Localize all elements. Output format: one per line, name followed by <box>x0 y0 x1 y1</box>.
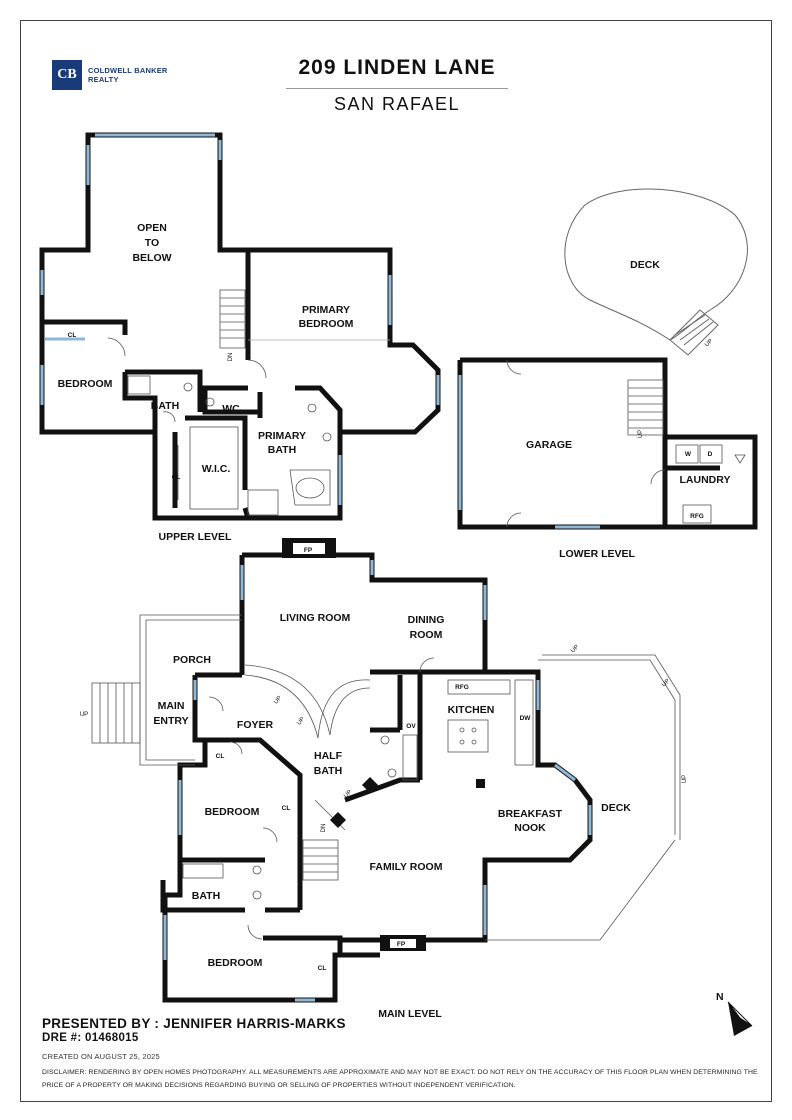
title-divider <box>286 88 508 89</box>
label-lower-level: LOWER LEVEL <box>559 548 635 560</box>
label-wc: WC <box>222 403 240 415</box>
label-up-deck-1: UP <box>570 644 580 654</box>
label-cl-upper-bedroom: CL <box>68 332 77 339</box>
label-laundry: LAUNDRY <box>680 474 731 486</box>
brokerage-name: COLDWELL BANKER REALTY <box>88 66 168 84</box>
label-ov: OV <box>406 723 416 730</box>
label-open-to-below-2: TO <box>145 237 159 249</box>
label-dn-upper: DN <box>228 353 234 362</box>
label-kitchen: KITCHEN <box>448 704 495 716</box>
main-level-details <box>91 614 681 941</box>
brokerage-brand: CB COLDWELL BANKER REALTY <box>52 60 168 90</box>
upper-level-details <box>107 289 390 516</box>
label-breakfast-nook-2: NOOK <box>514 822 546 834</box>
brokerage-logo: CB <box>52 60 82 90</box>
label-main-entry-1: MAIN <box>158 700 185 712</box>
label-dn-stair-main: DN <box>321 824 327 833</box>
brokerage-name-line1: COLDWELL BANKER <box>88 66 168 75</box>
label-cl-wic: CL <box>172 474 181 481</box>
label-wic: W.I.C. <box>202 463 231 475</box>
label-up-foyer-2: UP <box>296 716 306 726</box>
label-porch: PORCH <box>173 654 211 666</box>
fireplaces <box>282 538 426 951</box>
label-living-room: LIVING ROOM <box>280 612 351 624</box>
label-garage: GARAGE <box>526 439 572 451</box>
lower-level-details <box>506 359 746 528</box>
upper-level-walls <box>39 132 441 521</box>
label-upper-bath: BATH <box>151 400 179 412</box>
room-labels: OPEN TO BELOW PRIMARY BEDROOM BEDROOM BA… <box>58 222 731 969</box>
label-up-stair-main: UP <box>343 789 353 799</box>
dre-number: DRE #: 01468015 <box>42 1032 139 1044</box>
label-foyer: FOYER <box>237 719 274 731</box>
lower-level-walls <box>457 357 758 530</box>
label-breakfast-nook-1: BREAKFAST <box>498 808 563 820</box>
compass-label: N <box>716 991 724 1003</box>
label-cl-bedroom-2: CL <box>318 965 327 972</box>
stair-labels: DN UP UP UP UP UP UP DN UP UP UP <box>80 338 715 832</box>
label-rfg-laundry: RFG <box>690 513 704 520</box>
label-cl-bedroom-1: CL <box>282 805 291 812</box>
label-dining-room-2: ROOM <box>410 629 443 641</box>
label-up-deck-lower: UP <box>704 338 714 348</box>
label-bath-main: BATH <box>192 890 220 902</box>
label-upper-level: UPPER LEVEL <box>159 531 233 543</box>
label-up-porch: UP <box>80 712 88 718</box>
label-upper-bedroom: BEDROOM <box>58 378 113 390</box>
label-half-bath-2: BATH <box>314 765 342 777</box>
property-city: SAN RAFAEL <box>333 94 461 114</box>
label-open-to-below-3: BELOW <box>132 252 171 264</box>
main-level-walls <box>160 552 593 1003</box>
label-deck-lower: DECK <box>630 259 660 271</box>
label-bedroom-2: BEDROOM <box>208 957 263 969</box>
label-dryer: D <box>708 451 713 458</box>
label-primary-bedroom-1: PRIMARY <box>302 304 350 316</box>
label-half-bath-1: HALF <box>314 750 343 762</box>
label-dining-room-1: DINING <box>408 614 445 626</box>
structural-posts <box>330 777 485 828</box>
label-main-level: MAIN LEVEL <box>378 1008 442 1020</box>
level-labels: UPPER LEVEL LOWER LEVEL MAIN LEVEL <box>159 531 636 1020</box>
brokerage-name-line2: REALTY <box>88 75 119 84</box>
label-fp-family: FP <box>397 941 406 948</box>
label-bedroom-1: BEDROOM <box>205 806 260 818</box>
page-border <box>20 20 772 1102</box>
label-rfg-kitchen: RFG <box>455 684 469 691</box>
label-washer: W <box>685 451 692 458</box>
presented-by: PRESENTED BY : JENNIFER HARRIS-MARKS <box>42 1016 346 1031</box>
created-date: CREATED ON AUGUST 25, 2025 <box>42 1052 160 1061</box>
property-address: 209 LINDEN LANE <box>298 56 496 79</box>
label-up-foyer-1: UP <box>273 695 283 705</box>
label-deck-main: DECK <box>601 802 631 814</box>
label-fp-living: FP <box>304 547 313 554</box>
upper-level-windows <box>40 133 440 505</box>
lower-deck <box>564 188 748 356</box>
label-main-entry-2: ENTRY <box>153 715 188 727</box>
main-level-windows <box>163 553 592 1002</box>
label-up-deck-2: UP <box>661 678 671 688</box>
fixture-labels: CL CL FP FP RFG W D RFG DW OV CL CL CL <box>68 332 713 972</box>
label-up-deck-3: UP <box>682 775 688 783</box>
disclaimer: DISCLAIMER: RENDERING BY OPEN HOMES PHOT… <box>42 1069 758 1089</box>
label-primary-bedroom-2: BEDROOM <box>299 318 354 330</box>
label-dw: DW <box>520 715 532 722</box>
label-family-room: FAMILY ROOM <box>370 861 443 873</box>
lower-level-windows <box>458 375 600 529</box>
label-open-to-below-1: OPEN <box>137 222 167 234</box>
label-primary-bath-2: BATH <box>268 444 296 456</box>
label-up-lower: UP <box>638 430 644 438</box>
label-cl-foyer: CL <box>216 753 225 760</box>
compass-north-arrow-icon: N <box>716 991 753 1036</box>
label-primary-bath-1: PRIMARY <box>258 430 306 442</box>
